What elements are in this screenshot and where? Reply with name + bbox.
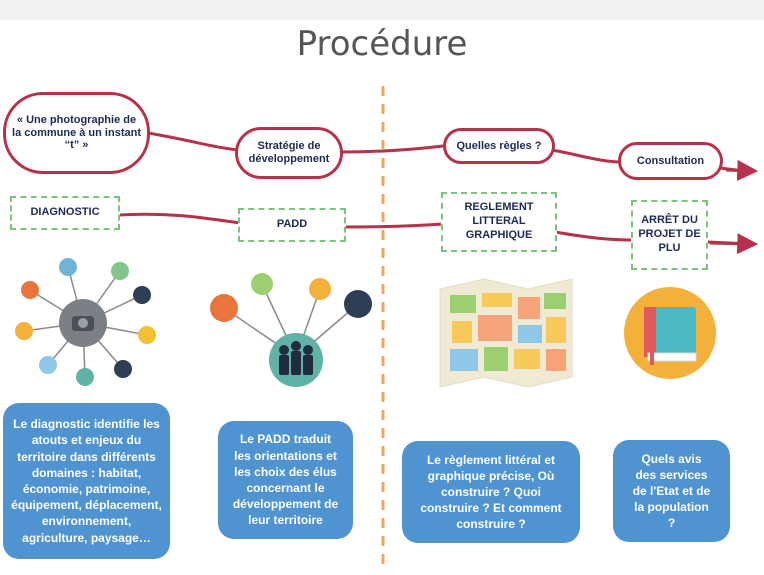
card-diagnostic: Le diagnostic identifie les atouts et en… xyxy=(3,403,170,559)
bottom-timeline xyxy=(119,212,751,246)
padd-elected-officials-icon xyxy=(210,273,372,387)
top-timeline xyxy=(147,131,753,174)
closed-book-icon xyxy=(624,287,716,379)
top-bar xyxy=(0,0,764,20)
tag-diagnostic: DIAGNOSTIC xyxy=(10,196,120,230)
city-map-icon xyxy=(439,278,573,388)
diagnostic-network-icon xyxy=(15,258,156,386)
card-consultation: Quels avis des services de l'Etat et de … xyxy=(613,440,730,542)
tag-arret: ARRÊT DU PROJET DE PLU xyxy=(631,200,708,270)
bubble-regles: Quelles règles ? xyxy=(443,128,555,164)
bubble-strategie: Stratégie de développement xyxy=(235,127,343,179)
bubble-consultation: Consultation xyxy=(618,142,723,180)
page-title: Procédure xyxy=(296,24,468,64)
card-reglement: Le règlement littéral et graphique préci… xyxy=(402,441,580,543)
card-padd: Le PADD traduit les orientations et les … xyxy=(218,421,353,539)
tag-reglement: REGLEMENT LITTERAL GRAPHIQUE xyxy=(441,192,557,252)
bubble-photographie: « Une photographie de la commune à un in… xyxy=(3,92,150,174)
tag-padd: PADD xyxy=(238,208,346,242)
